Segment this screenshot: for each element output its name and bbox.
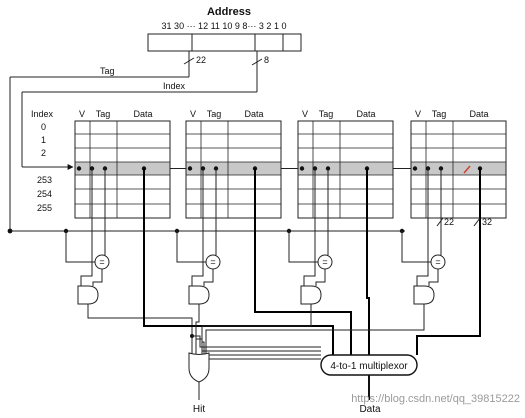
data-bus-width-slash [473,217,481,227]
way-0-select-wire [192,335,321,348]
way-1-valid-header: V [190,109,196,119]
way-2-data-header: Data [356,109,375,119]
way-3-array [410,120,507,219]
way-1-index-tap [187,166,193,171]
way-3-data-wire [416,168,481,355]
address-tag-field-bus [9,51,195,231]
way-0-and-gate [77,285,99,305]
way-2-tag-broadcast-wire [288,231,318,263]
way-1-hit-wire [195,304,200,355]
cache-ways: V Tag Data = V Tag Data = V Tag Data = V Tag Data = [63,109,507,360]
watermark: https://blog.csdn.net/qq_39815222 [351,393,520,405]
cache-way-1: V Tag Data = [174,109,352,355]
cursor-mark [463,165,471,174]
way-1-compare-wire [203,269,214,286]
way-0-tag-header: Tag [96,109,111,119]
way-3-tag-broadcast-wire [401,231,431,263]
tag-bus-width: 22 [444,217,454,227]
way-1-tag-header: Tag [207,109,222,119]
index-row-0: 0 [41,122,46,132]
way-1-and-gate [188,285,210,305]
way-2-select-wire [202,341,321,356]
way-0-hit-wire [87,304,193,355]
index-field-width: 8 [264,55,269,65]
way-0-selected-row [75,162,170,175]
way-3-valid-header: V [415,109,421,119]
hit-label: Hit [193,404,205,415]
way-2-hit-wire [201,304,312,355]
index-row-labels: Index 0 1 2 253 254 255 [31,109,54,213]
cache-way-2: V Tag Data = [201,109,415,356]
way-2-valid-header: V [302,109,308,119]
way-1-tag-broadcast-wire [176,231,206,263]
cache-way-3: V Tag Data = [205,109,507,360]
way-0-valid-wire [80,168,93,286]
way-1-array [185,120,282,219]
way-2-comparator-symbol: = [322,257,327,267]
way-3-comparator-symbol: = [435,257,440,267]
way-0-compare-wire [92,269,103,286]
index-row-2: 2 [41,148,46,158]
way-0-valid-header: V [79,109,85,119]
address-register [147,33,302,52]
way-2-tag-header: Tag [319,109,334,119]
address-title: Address [207,6,251,18]
way-3-tag-header: Tag [432,109,447,119]
way-1-comparator-symbol: = [210,257,215,267]
way-2-data-wire [366,168,370,355]
index-row-1: 1 [41,135,46,145]
way-0-tag-broadcast-wire [65,231,95,263]
data-bus-width: 32 [482,217,492,227]
data-output-label: Data [359,404,381,415]
tag-broadcast-junction [7,228,13,234]
tag-signal-label: Tag [100,66,115,76]
way-1-select-wire [196,338,321,352]
way-0-comparator-symbol: = [99,257,104,267]
multiplexor-label: 4-to-1 multiplexor [330,361,408,372]
address-index-field-bus [21,51,263,170]
way-2-and-gate [300,285,322,305]
way-3-valid-wire [416,168,429,286]
way-3-index-tap [412,166,418,171]
way-1-data-header: Data [244,109,263,119]
way-3-and-gate [413,285,435,305]
cache-way-0: V Tag Data = [63,109,334,355]
index-row-255: 255 [37,203,52,213]
address-bit-positions: 31 30 ··· 12 11 10 9 8··· 3 2 1 0 [162,21,287,31]
way-3-selected-row [411,162,506,175]
index-header: Index [31,109,54,119]
way-3-compare-wire [428,269,439,286]
way-0-array [74,120,171,219]
way-2-selected-row [298,162,393,175]
index-signal-label: Index [163,81,186,91]
tag-bus-width-slash [436,217,444,227]
way-0-index-tap [76,166,82,171]
way-2-compare-wire [315,269,326,286]
way-3-hit-wire [205,304,425,355]
way-1-valid-wire [191,168,204,286]
way-2-array [297,120,394,219]
index-row-254: 254 [37,189,52,199]
tag-field-width: 22 [196,55,206,65]
way-2-valid-wire [303,168,316,286]
way-2-index-tap [299,166,305,171]
way-0-data-header: Data [133,109,152,119]
index-row-253: 253 [37,175,52,185]
way-1-data-wire [254,168,352,355]
hit-or-gate [188,352,210,383]
way-1-selected-row [186,162,281,175]
way-3-data-header: Data [469,109,488,119]
